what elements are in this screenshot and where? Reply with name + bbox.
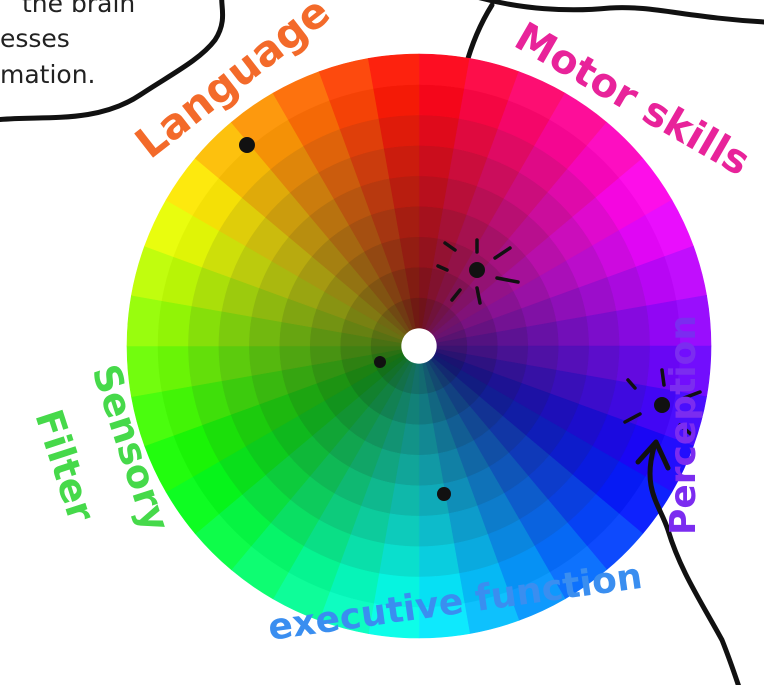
dot-language	[239, 137, 255, 153]
wheel-cell	[557, 316, 590, 346]
wheel-cell	[389, 176, 419, 209]
wheel-cell	[419, 514, 454, 547]
wheel-cell	[188, 306, 221, 346]
wheel-cell	[368, 54, 419, 88]
label-filter: Filter	[26, 404, 103, 527]
wheel-cell	[419, 544, 459, 577]
top-right-callout-edge	[470, 0, 764, 22]
wheel-cell	[379, 544, 419, 577]
wheel-cell	[419, 54, 470, 88]
dot-center-left	[374, 356, 386, 368]
wheel-cell	[587, 311, 620, 346]
wheel-cell	[218, 311, 251, 346]
wheel-cell	[419, 115, 459, 148]
callout-line-1: the brain	[22, 0, 135, 18]
wheel-cell	[188, 346, 221, 386]
callout-line-3: mation.	[0, 60, 96, 89]
wheel-cell	[384, 145, 419, 178]
dot-executive	[437, 487, 451, 501]
wheel-cell	[127, 295, 161, 346]
wheel-cell	[617, 346, 650, 386]
wheel-cell	[157, 346, 191, 391]
wheel-cell	[379, 115, 419, 148]
wheel-cell	[218, 346, 251, 381]
wheel-cell	[384, 514, 419, 547]
wheel-cell	[249, 346, 282, 376]
wheel-cell	[419, 145, 454, 178]
wheel-cell	[419, 84, 464, 118]
wheel-cell	[617, 306, 650, 346]
label-perception: Perception	[663, 315, 704, 535]
wheel-cell	[157, 301, 191, 346]
wheel-cell	[587, 346, 620, 381]
callout-line-2: esses	[0, 24, 70, 53]
wheel-cell	[374, 84, 419, 118]
wheel-center	[402, 329, 436, 363]
